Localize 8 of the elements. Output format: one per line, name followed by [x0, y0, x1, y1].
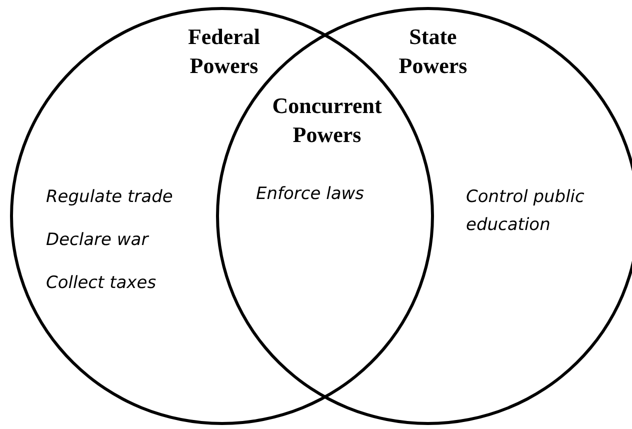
- overlap-heading: Concurrent Powers: [271, 92, 383, 149]
- power-item: Collect taxes: [46, 272, 158, 295]
- power-item: Declare war: [46, 229, 150, 252]
- power-item: Control public education: [466, 186, 586, 237]
- power-item: Regulate trade: [46, 186, 174, 209]
- circle-heading: Federal Powers: [186, 23, 262, 80]
- circle-heading: State Powers: [398, 23, 468, 80]
- power-item: Enforce laws: [256, 183, 366, 206]
